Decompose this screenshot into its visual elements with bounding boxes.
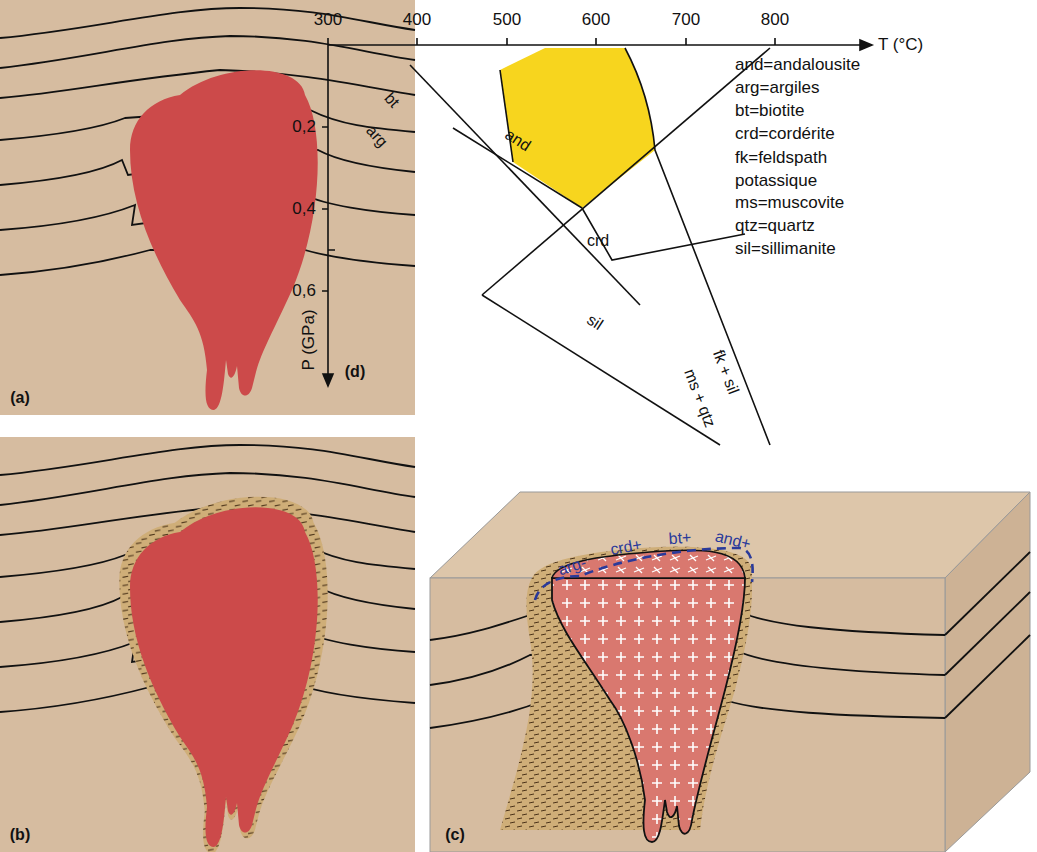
panel-letter: (d) bbox=[345, 362, 365, 381]
abbreviation: fk=feldspath potassique bbox=[735, 146, 870, 192]
axis-tick-label: 0,2 bbox=[292, 117, 316, 137]
panel-b bbox=[0, 437, 415, 852]
axis-title: T (°C) bbox=[878, 35, 923, 55]
curve-label: crd bbox=[587, 231, 609, 250]
panel-a bbox=[0, 0, 415, 415]
abbreviation: sil=sillimanite bbox=[735, 239, 836, 259]
panel-letter: (a) bbox=[10, 388, 30, 407]
abbreviation: ms=muscovite bbox=[735, 193, 844, 213]
curve-label: and bbox=[502, 125, 535, 156]
panel-letter: (c) bbox=[445, 825, 465, 844]
panel-c bbox=[430, 492, 1030, 852]
zone-label: and+ bbox=[713, 526, 753, 553]
curve-label: sil bbox=[583, 310, 606, 334]
axis-tick-label: 300 bbox=[314, 10, 342, 30]
abbreviation: crd=cordérite bbox=[735, 124, 835, 144]
axis-tick-label: 600 bbox=[582, 10, 610, 30]
axis-tick-label: 0,6 bbox=[292, 281, 316, 301]
curve-label: bt bbox=[380, 89, 403, 112]
abbreviation: arg=argiles bbox=[735, 78, 820, 98]
abbreviation: and=andalousite bbox=[735, 55, 860, 75]
zone-label: bt+ bbox=[668, 528, 692, 549]
panel-letter: (b) bbox=[10, 825, 30, 844]
axis-tick-label: 700 bbox=[672, 10, 700, 30]
axis-tick-label: 800 bbox=[761, 10, 789, 30]
axis-tick-label: 500 bbox=[493, 10, 521, 30]
curve-label: fk + sil bbox=[709, 347, 743, 397]
abbreviation: qtz=quartz bbox=[735, 216, 815, 236]
curve-label: ms + qtz bbox=[680, 366, 720, 430]
zone-label: crd+ bbox=[609, 535, 643, 559]
axis-tick-label: 400 bbox=[403, 10, 431, 30]
axis-title: P (GPa) bbox=[299, 309, 319, 370]
axis-tick-label: 0,4 bbox=[292, 199, 316, 219]
curve-label: arg bbox=[362, 121, 392, 151]
zone-label: arg- bbox=[556, 552, 589, 579]
abbreviation: bt=biotite bbox=[735, 101, 804, 121]
pt-diagram bbox=[322, 38, 872, 445]
